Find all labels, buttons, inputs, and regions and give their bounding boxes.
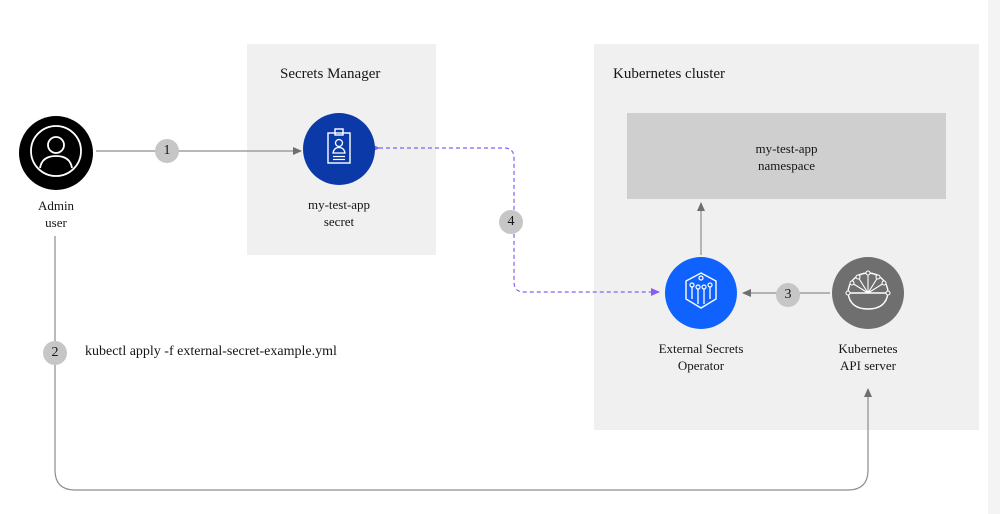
- secrets-manager-title: Secrets Manager: [280, 66, 381, 82]
- admin-user-node: [19, 116, 93, 190]
- operator-hexagon-icon: [678, 268, 724, 319]
- operator-label: External Secrets Operator: [658, 341, 744, 373]
- admin-user-label: Admin user: [37, 198, 75, 230]
- step-badge-2: 2: [43, 341, 67, 365]
- right-edge-strip: [988, 0, 1000, 514]
- secret-node: [303, 113, 375, 185]
- namespace-label: my-test-app namespace: [755, 141, 818, 173]
- id-badge-icon: [321, 127, 357, 172]
- api-server-label: Kubernetes API server: [838, 341, 898, 373]
- api-server-icon: [842, 265, 894, 322]
- secret-label: my-test-app secret: [307, 197, 371, 229]
- kubectl-command: kubectl apply -f external-secret-example…: [85, 344, 337, 359]
- namespace-box: [627, 113, 946, 199]
- api-server-node: [832, 257, 904, 329]
- arrow-admin-to-api: [54, 236, 872, 491]
- user-avatar-icon: [26, 121, 86, 186]
- step-badge-3: 3: [776, 283, 800, 307]
- step-badge-4: 4: [499, 210, 523, 234]
- kubernetes-cluster-title: Kubernetes cluster: [613, 66, 726, 82]
- operator-node: [665, 257, 737, 329]
- step-badge-1: 1: [155, 139, 179, 163]
